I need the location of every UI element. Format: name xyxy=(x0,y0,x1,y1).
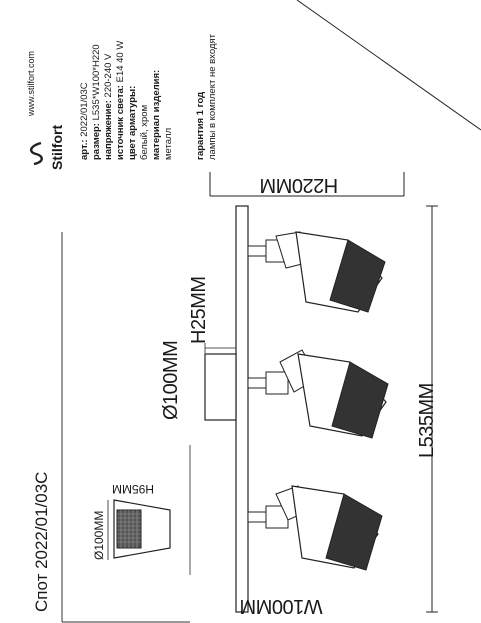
spec-frame-color: цвет арматуры: xyxy=(127,85,138,160)
spec-article: арт.: 2022/01/03C xyxy=(79,82,90,160)
spec-frame-color-value: белый, хром xyxy=(139,104,150,160)
dim-length-total: L535MM xyxy=(416,383,438,458)
dim-base-diameter: Ø100MM xyxy=(160,340,182,420)
main-rail xyxy=(235,205,249,613)
brand-name: Stilfort xyxy=(49,124,65,170)
spec-warranty: гарантия 1 год xyxy=(195,91,206,160)
spec-size: размер: L535*W100*H220 xyxy=(91,44,102,160)
dim-shade-height: H95MM xyxy=(112,482,155,496)
spot-head-3 xyxy=(247,485,383,571)
dim-shade-diameter: Ø100MM xyxy=(92,510,106,560)
corner-divider xyxy=(296,0,481,131)
dim-height-total: H220MM xyxy=(260,174,339,196)
spec-voltage: напряжение: 220-240 V xyxy=(103,53,114,160)
brand-logo-icon xyxy=(29,141,43,166)
spot-head-1 xyxy=(247,231,386,313)
canopy xyxy=(204,353,237,421)
spot-head-2 xyxy=(247,349,389,439)
product-title: Спот 2022/01/03C xyxy=(32,471,51,612)
spec-material-value: металл xyxy=(163,127,174,160)
height-dim-bracket xyxy=(209,172,405,197)
spec-light-source: источник света: E14 40 W xyxy=(115,40,126,160)
spec-lamps-note: лампы в комплект не входят xyxy=(207,34,218,160)
dim-base-height: H25MM xyxy=(188,276,210,344)
spec-material: материал изделия: xyxy=(151,69,162,160)
shade-detail xyxy=(107,499,171,560)
brand-url: www.stilfort.com xyxy=(26,50,36,116)
dim-width-total: W100MM xyxy=(240,595,323,617)
length-dim-line xyxy=(426,205,438,613)
